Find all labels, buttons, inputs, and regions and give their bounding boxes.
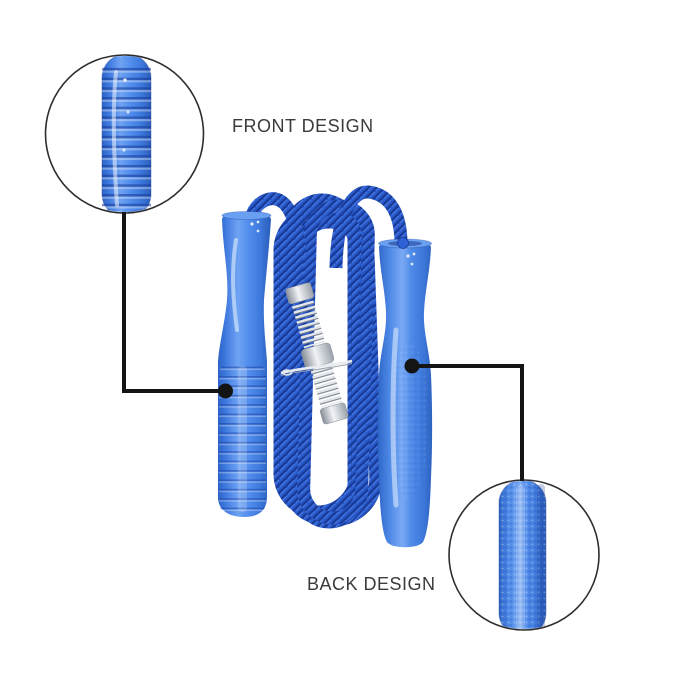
gloss-dot [406, 254, 410, 258]
gloss-dot [250, 222, 254, 226]
front-handle-grip-ribs [219, 364, 266, 513]
back-handle [377, 237, 433, 548]
back-callout-leader-line [412, 364, 524, 481]
front-handle-grip-sheen [238, 366, 247, 512]
front-handle [218, 211, 272, 517]
cable-tie [280, 359, 353, 376]
front-handle-top-rim [221, 211, 272, 220]
gloss-dot [256, 220, 260, 224]
back-handle-gloss [390, 327, 399, 508]
rope-arc-right [329, 185, 408, 269]
gloss-dot [410, 262, 414, 266]
gloss-dot [256, 229, 260, 233]
back-handle-texture-patch [389, 342, 429, 498]
gloss-dot [412, 252, 416, 256]
spring-connector [285, 282, 349, 425]
front-callout-anchor-dot [218, 383, 233, 399]
back-callout-anchor-dot [404, 358, 420, 374]
front-callout-leader-line [122, 212, 218, 393]
rope-end-in-funnel [397, 237, 409, 249]
front-design-label: FRONT DESIGN [232, 116, 374, 136]
back-design-label: BACK DESIGN [307, 574, 436, 594]
front-handle-gloss [231, 238, 239, 332]
front-callout-zoom-content [101, 56, 152, 212]
front-callout [44, 54, 233, 399]
back-callout-zoom-content [498, 481, 547, 629]
rope-arc-left [244, 192, 307, 257]
back-callout [404, 358, 600, 631]
